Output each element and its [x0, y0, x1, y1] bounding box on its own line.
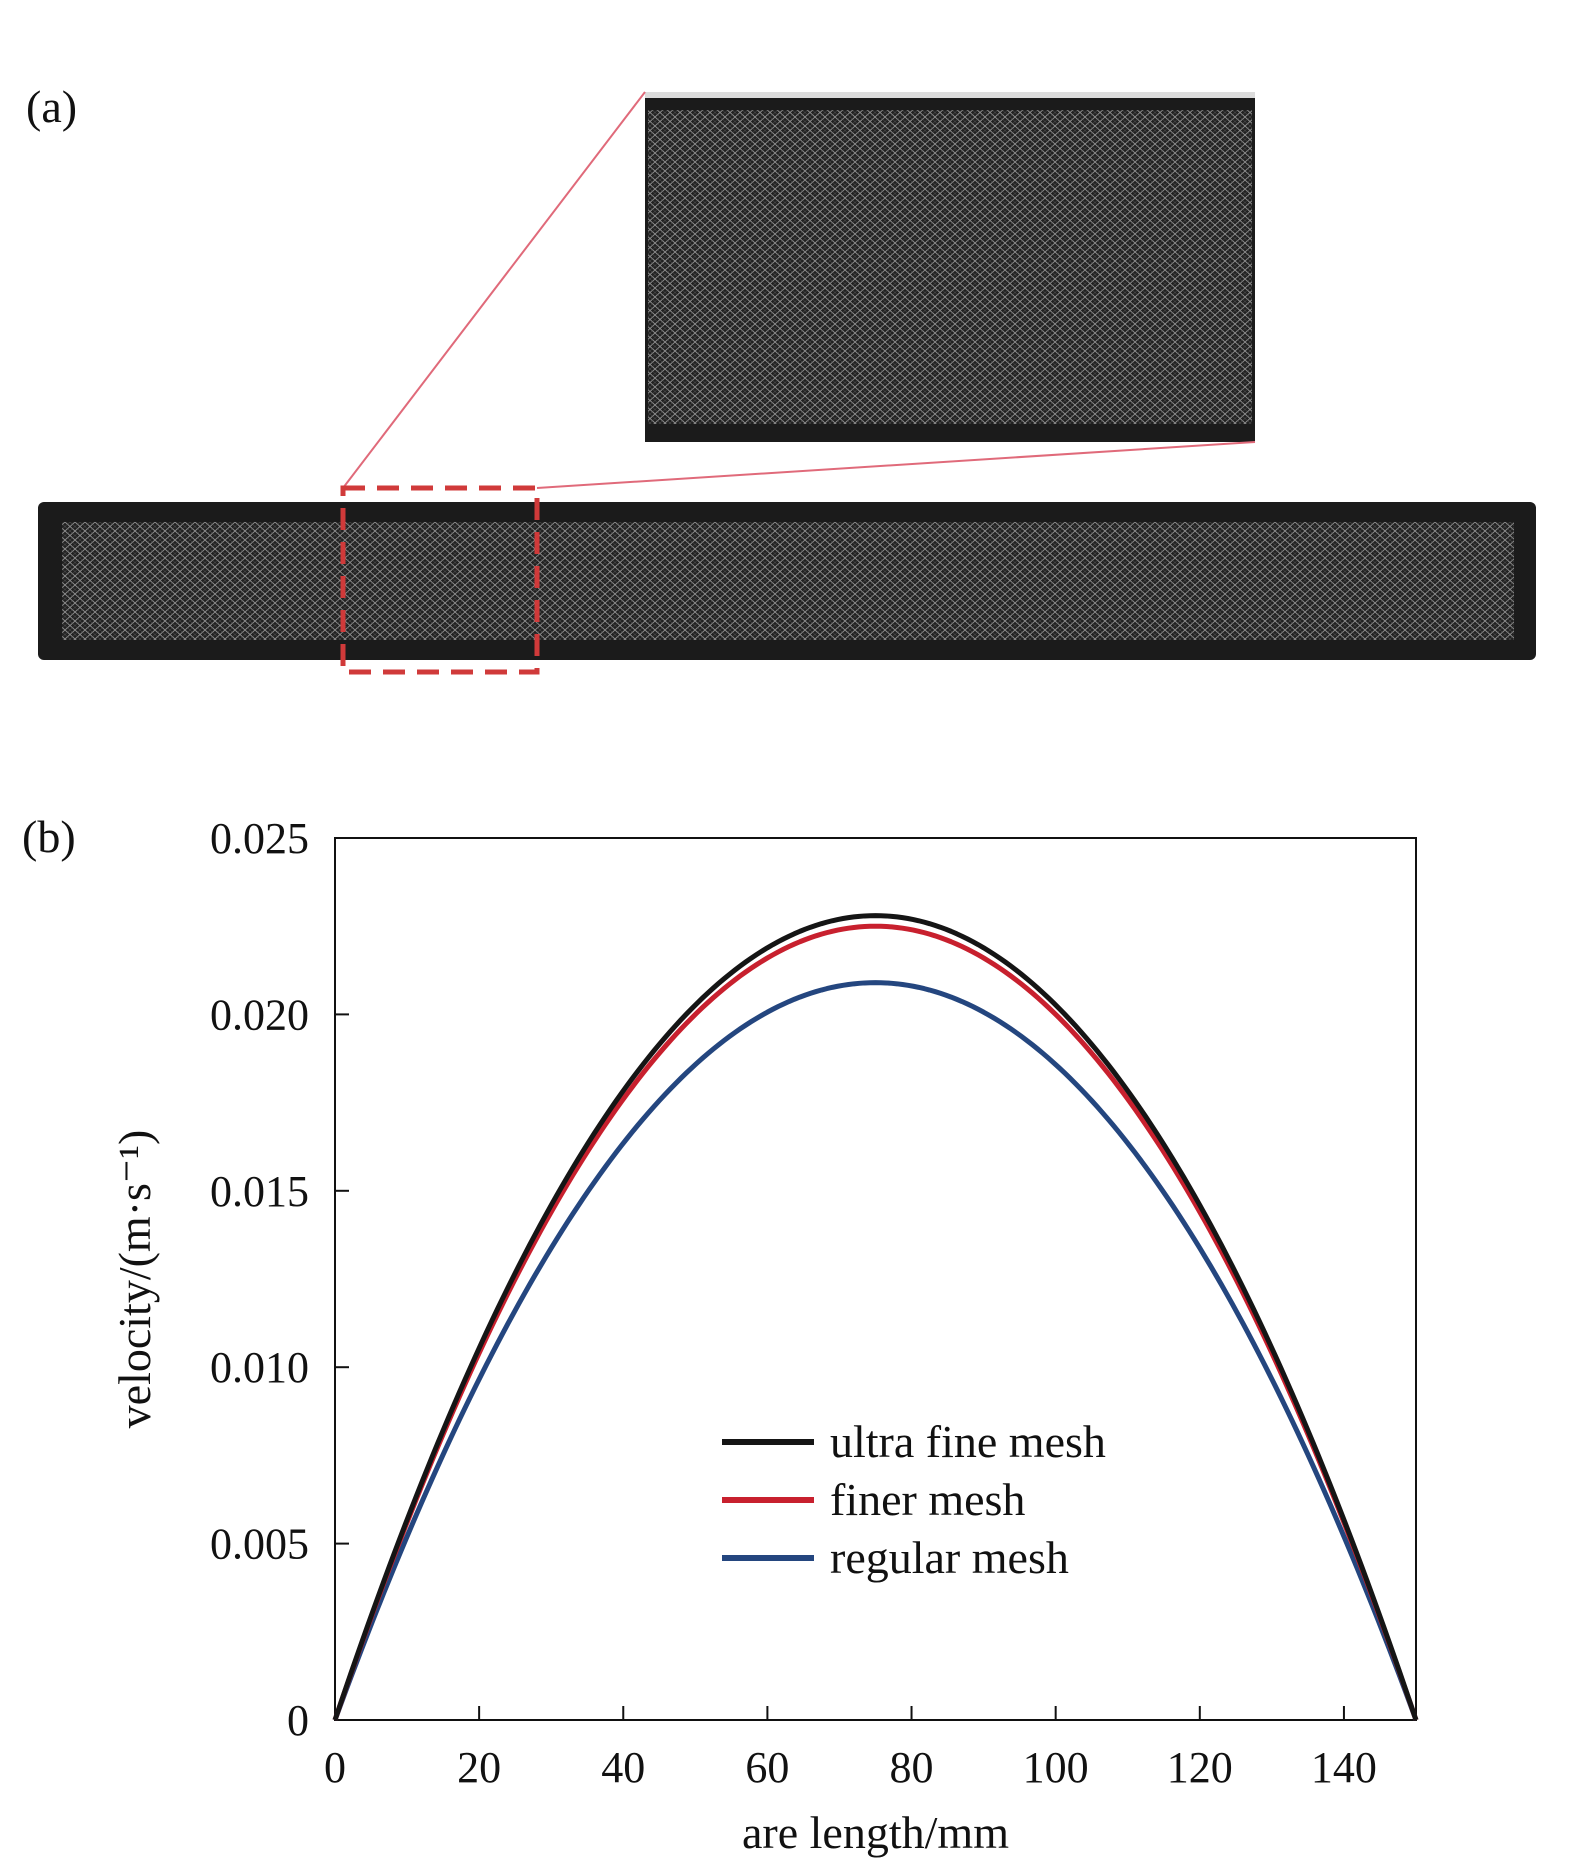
- y-axis-title: velocity/(m·s⁻¹): [109, 1130, 160, 1429]
- y-tick-label: 0.015: [210, 1167, 309, 1216]
- y-axis: 0 0.005 0.010 0.015 0.020 0.025: [210, 814, 349, 1745]
- y-tick-label: 0.005: [210, 1520, 309, 1569]
- zoom-connector-right: [536, 441, 1256, 489]
- panel-a-label: (a): [26, 81, 78, 132]
- panel-b-label: (b): [22, 811, 76, 862]
- velocity-chart: 0 0.005 0.010 0.015 0.020 0.025 0 20 40 60 80 100 1…: [109, 814, 1419, 1858]
- y-tick-label: 0.020: [210, 990, 309, 1039]
- legend-label: ultra fine mesh: [830, 1416, 1106, 1467]
- x-tick-label: 80: [890, 1743, 934, 1792]
- series-line-0: [332, 913, 1419, 1721]
- legend: ultra fine mesh finer mesh regular mesh: [722, 1416, 1106, 1583]
- x-tick-label: 20: [457, 1743, 501, 1792]
- x-tick-label: 140: [1311, 1743, 1377, 1792]
- series-layer: [332, 913, 1419, 1721]
- x-tick-label: 100: [1023, 1743, 1089, 1792]
- selection-box: [340, 485, 540, 675]
- legend-label: regular mesh: [830, 1532, 1069, 1583]
- x-tick-label: 120: [1167, 1743, 1233, 1792]
- plot-frame: [334, 837, 1417, 1721]
- x-tick-label: 60: [745, 1743, 789, 1792]
- legend-label: finer mesh: [830, 1474, 1025, 1525]
- x-axis: 0 20 40 60 80 100 120 140: [324, 1706, 1377, 1792]
- mesh-figure: [38, 91, 1536, 675]
- y-tick-label: 0.025: [210, 814, 309, 863]
- y-tick-label: 0.010: [210, 1343, 309, 1392]
- x-tick-label: 40: [601, 1743, 645, 1792]
- zoom-inset: [645, 92, 1255, 442]
- y-tick-label: 0: [287, 1696, 309, 1745]
- series-line-2: [332, 980, 1419, 1721]
- x-axis-title: are length/mm: [742, 1807, 1009, 1858]
- x-tick-label: 0: [324, 1743, 346, 1792]
- zoom-connector-left: [342, 91, 646, 489]
- mesh-strip: [38, 502, 1536, 660]
- series-line-1: [332, 923, 1419, 1721]
